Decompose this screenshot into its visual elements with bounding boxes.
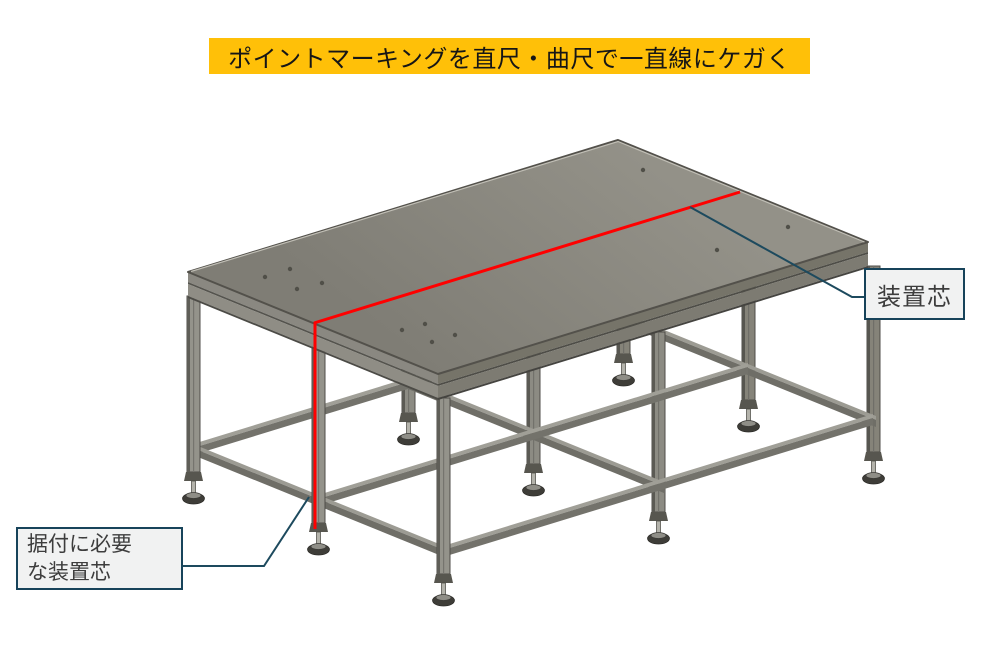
table-leg-marked (307, 346, 330, 556)
callout-install-center: 据付に必要 な装置芯 (16, 527, 183, 590)
tabletop-holes (262, 167, 791, 345)
callout-install-center-line1: 据付に必要 (27, 533, 132, 556)
leader-line-device-center (689, 206, 864, 298)
centerline-top-mark (313, 190, 741, 325)
callout-device-center-label: 装置芯 (877, 283, 952, 311)
stretcher-rail-center-long (318, 363, 748, 506)
callout-device-center: 装置芯 (864, 268, 965, 320)
stretcher-rail-right-long (443, 414, 873, 557)
leader-line-install-center (183, 496, 310, 567)
callout-install-center-line2: な装置芯 (27, 561, 111, 584)
title-text: ポイントマーキングを直尺・曲尺で一直線にケガく (228, 45, 791, 73)
table-leg-front-right-mid (647, 331, 670, 545)
table-leg-front-corner (432, 397, 455, 607)
title-banner: ポイントマーキングを直尺・曲尺で一直線にケガく (209, 38, 810, 74)
table-leg-left-corner (182, 295, 205, 505)
tabletop (187, 139, 869, 400)
